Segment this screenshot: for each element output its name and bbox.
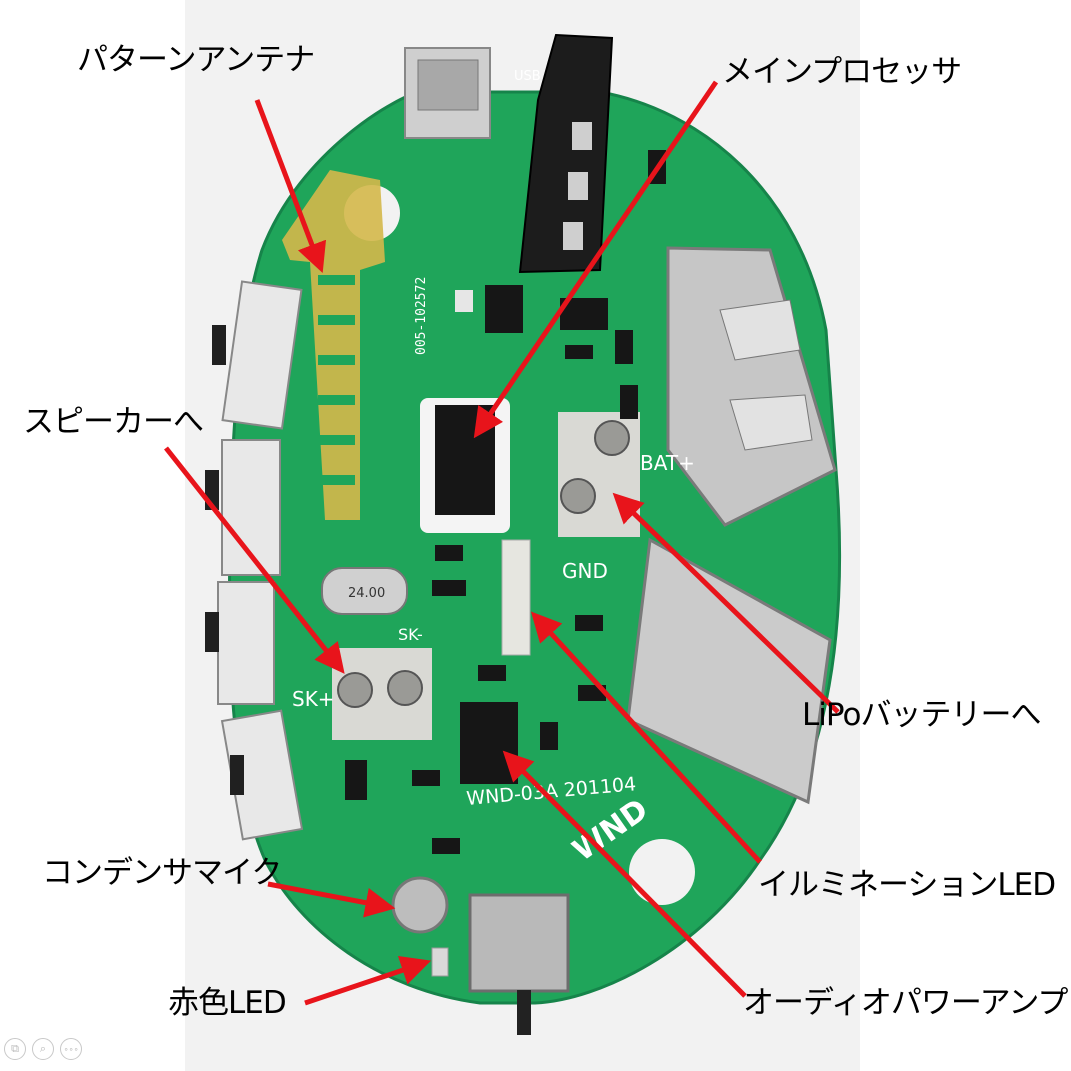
pcb-board: USB BAT+ GND — [205, 33, 842, 1035]
label-to-speaker: スピーカーへ — [23, 404, 204, 440]
arrow-to-lipo-battery — [612, 492, 840, 714]
arrow-condenser-mic — [267, 881, 396, 918]
arrow-to-speaker — [164, 446, 345, 674]
arrow-red-led — [304, 955, 432, 1006]
arrow-audio-power-amp — [502, 750, 747, 998]
svg-text:24.00: 24.00 — [348, 586, 385, 601]
usb-a-port — [666, 246, 837, 527]
part-number-silkscreen: 005-102572 — [414, 277, 429, 355]
more-icon[interactable]: ∘∘∘ — [60, 1038, 82, 1060]
label-red-led: 赤色LED — [168, 985, 287, 1021]
audio-amp-chip — [460, 702, 518, 784]
bat-silkscreen: BAT+ — [640, 451, 695, 475]
arrow-main-processor — [473, 80, 719, 439]
crystal-oscillator — [321, 567, 408, 615]
slide-switch — [468, 893, 570, 993]
arrow-illumination-led — [530, 611, 762, 864]
label-condenser-mic: コンデンサマイク — [42, 855, 282, 891]
usb-silkscreen: USB — [514, 69, 541, 84]
red-led-component — [431, 947, 449, 977]
sk-plus-silkscreen: SK+ — [292, 687, 335, 711]
label-illumination-led: イルミネーションLED — [758, 867, 1056, 903]
gnd-silkscreen: GND — [562, 559, 608, 583]
label-audio-power-amp: オーディオパワーアンプ — [743, 985, 1068, 1021]
audio-jack — [518, 33, 614, 274]
sd-card-slot — [626, 537, 832, 805]
label-to-lipo-battery: LiPoバッテリーへ — [802, 697, 1041, 733]
antenna-pattern — [318, 275, 355, 485]
mounting-hole — [629, 839, 695, 905]
copy-icon[interactable]: ⧉ — [4, 1038, 26, 1060]
label-pattern-antenna: パターンアンテナ — [77, 42, 315, 78]
annotation-arrows — [164, 80, 840, 1006]
sk-minus-silkscreen: SK- — [398, 625, 423, 644]
arrow-pattern-antenna — [254, 99, 327, 274]
condenser-mic-component — [391, 876, 449, 934]
label-main-processor: メインプロセッサ — [722, 54, 962, 90]
illumination-led-component — [501, 539, 531, 656]
viewer-toolbar: ⧉ ⌕ ∘∘∘ — [4, 1038, 82, 1060]
zoom-icon[interactable]: ⌕ — [32, 1038, 54, 1060]
